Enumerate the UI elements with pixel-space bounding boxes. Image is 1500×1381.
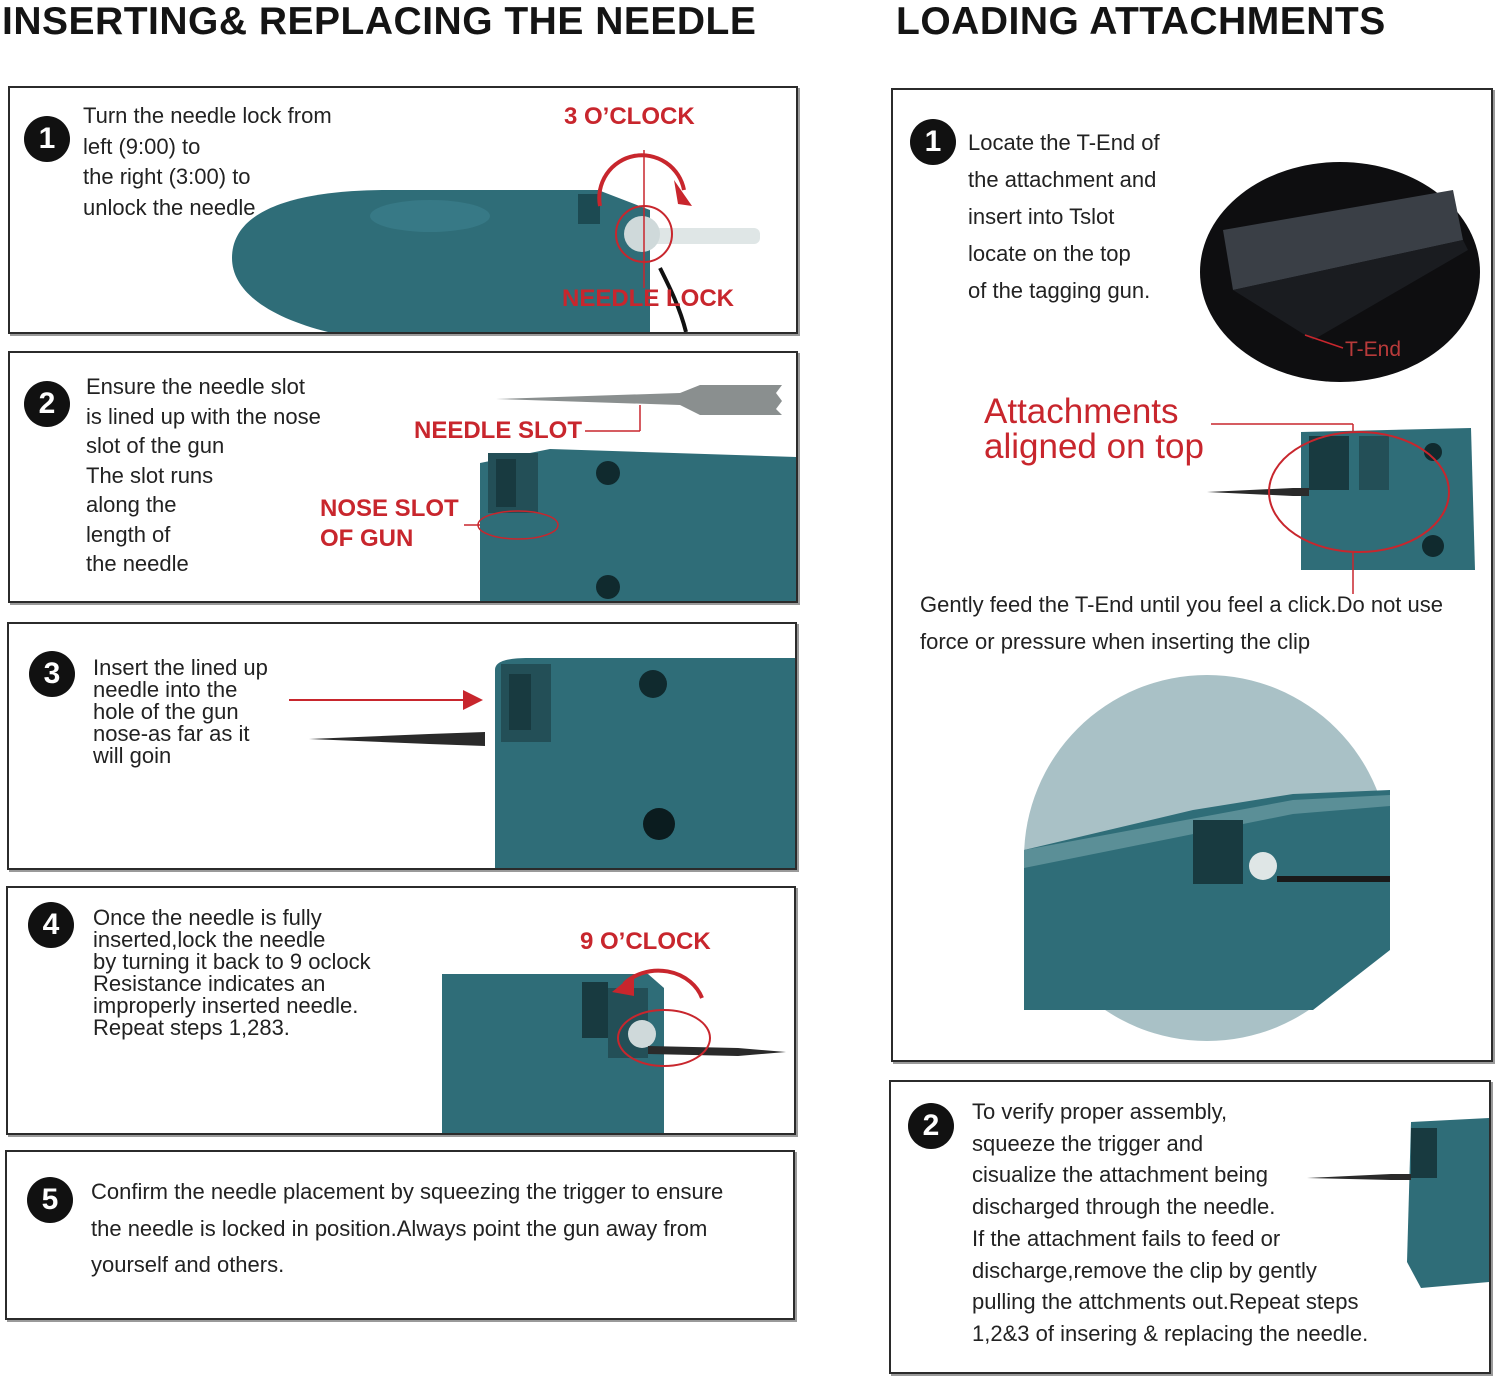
step-number-badge: 1	[24, 116, 70, 162]
step-2-panel: 2 Ensure the needle slot is lined up wit…	[8, 351, 798, 603]
text-line: nose-as far as it	[93, 721, 250, 746]
text-line: cisualize the attachment being	[972, 1162, 1268, 1188]
text-line: discharge,remove the clip by gently	[972, 1257, 1317, 1283]
text-line: Resistance indicates an	[93, 971, 326, 996]
step-1-text: Turn the needle lock from left (9:00) to…	[83, 101, 332, 222]
text-line: hole of the gun	[93, 699, 239, 724]
text-line: Locate the T-End of	[968, 130, 1160, 155]
feed-instructions: Gently feed the T-End until you feel a c…	[920, 586, 1443, 660]
text-line: discharged through the needle.	[972, 1194, 1276, 1220]
text-line: will goin	[93, 743, 172, 768]
text-line: Once the needle is fully	[93, 905, 322, 930]
step-1-panel: 1 Turn the needle lock from left (9:00) …	[8, 86, 798, 334]
text-line: the needle is locked in position.Always …	[91, 1215, 708, 1241]
text-line: the needle	[86, 551, 189, 576]
text-line: To verify proper assembly,	[972, 1099, 1228, 1124]
text-line: unlock the needle	[83, 194, 256, 220]
text-line: of the tagging gun.	[968, 278, 1151, 303]
callout-3-oclock: 3 O’CLOCK	[564, 103, 695, 130]
text-line: along the	[86, 492, 177, 517]
text-line: Repeat steps 1,283.	[93, 1015, 290, 1040]
callout-of-gun: OF GUN	[320, 525, 414, 552]
step-number-badge: 1	[910, 119, 956, 165]
left-heading: INSERTING& REPLACING THE NEEDLE	[2, 0, 757, 43]
callout-needle-lock: NEEDLE LOCK	[562, 285, 735, 312]
step-5-text: Confirm the needle placement by squeezin…	[91, 1174, 723, 1284]
insert-needle-illustration	[289, 658, 795, 868]
right-heading: LOADING ATTACHMENTS	[896, 0, 1386, 43]
text-line: yourself and others.	[91, 1252, 285, 1277]
text-line: length of	[86, 521, 171, 547]
text-line: 1,2&3 of insering & replacing the needle…	[972, 1320, 1369, 1346]
text-line: the attachment and	[968, 167, 1157, 192]
needle-slot-illustration	[464, 385, 796, 601]
step-3-panel: 3 Insert the lined up needle into the ho…	[7, 622, 797, 870]
lock-needle-illustration	[442, 968, 786, 1133]
step-number-badge: 2	[908, 1103, 954, 1149]
step-4-text: Once the needle is fully inserted,lock t…	[93, 907, 371, 1039]
loading-step-1-text: Locate the T-End of the attachment and i…	[968, 124, 1160, 309]
step-number-badge: 3	[29, 651, 75, 697]
step-number-badge: 4	[28, 902, 74, 948]
step-3-text: Insert the lined up needle into the hole…	[93, 657, 268, 767]
text-line: insert into Tslot	[968, 204, 1115, 229]
step-number-badge: 2	[24, 381, 70, 427]
t-end-label: T-End	[1345, 338, 1402, 361]
loading-step-2-panel: 2 To verify proper assembly, squeeze the…	[889, 1080, 1491, 1374]
callout-nose-slot: NOSE SLOT	[320, 495, 459, 522]
text-line: If the attachment fails to feed or	[972, 1225, 1281, 1251]
text-line: The slot runs	[86, 462, 214, 488]
callout-9-oclock: 9 O’CLOCK	[580, 928, 711, 955]
text-line: squeeze the trigger and	[972, 1130, 1204, 1156]
gun-needle-lock-illustration	[232, 150, 760, 332]
text-line: force or pressure when inserting the cli…	[920, 629, 1311, 654]
text-line: Gently feed the T-End until you feel a c…	[920, 592, 1444, 617]
step-number-badge: 5	[27, 1177, 73, 1223]
step-4-panel: 4 Once the needle is fully inserted,lock…	[6, 886, 796, 1135]
step-2-text: Ensure the needle slot is lined up with …	[86, 372, 321, 579]
attachment-illustrations	[1024, 162, 1480, 1041]
text-line: pulling the attchments out.Repeat steps	[972, 1289, 1359, 1315]
text-line: improperly inserted needle.	[93, 993, 359, 1018]
discharge-illustration	[1307, 1118, 1489, 1288]
attachments-aligned-callout: Attachments aligned on top	[984, 394, 1204, 464]
text-line: Turn the needle lock from	[83, 103, 332, 128]
text-line: locate on the top	[968, 241, 1131, 266]
callout-line: Attachments	[984, 392, 1179, 431]
loading-step-2-text: To verify proper assembly, squeeze the t…	[972, 1096, 1368, 1350]
callout-line: aligned on top	[984, 427, 1204, 466]
text-line: slot of the gun	[86, 433, 225, 458]
text-line: by turning it back to 9 oclock	[93, 949, 371, 974]
text-line: left (9:00) to	[83, 133, 201, 159]
text-line: is lined up with the nose	[86, 403, 321, 429]
callout-needle-slot: NEEDLE SLOT	[414, 417, 583, 444]
text-line: needle into the	[93, 677, 238, 702]
loading-step-1-panel: 1 Locate the T-End of the attachment and…	[891, 88, 1493, 1062]
text-line: Ensure the needle slot	[86, 374, 305, 399]
text-line: Confirm the needle placement by squeezin…	[91, 1179, 724, 1204]
text-line: Insert the lined up	[93, 655, 268, 680]
text-line: inserted,lock the needle	[93, 927, 326, 952]
text-line: the right (3:00) to	[83, 164, 251, 189]
step-5-panel: 5 Confirm the needle placement by squeez…	[5, 1150, 795, 1320]
